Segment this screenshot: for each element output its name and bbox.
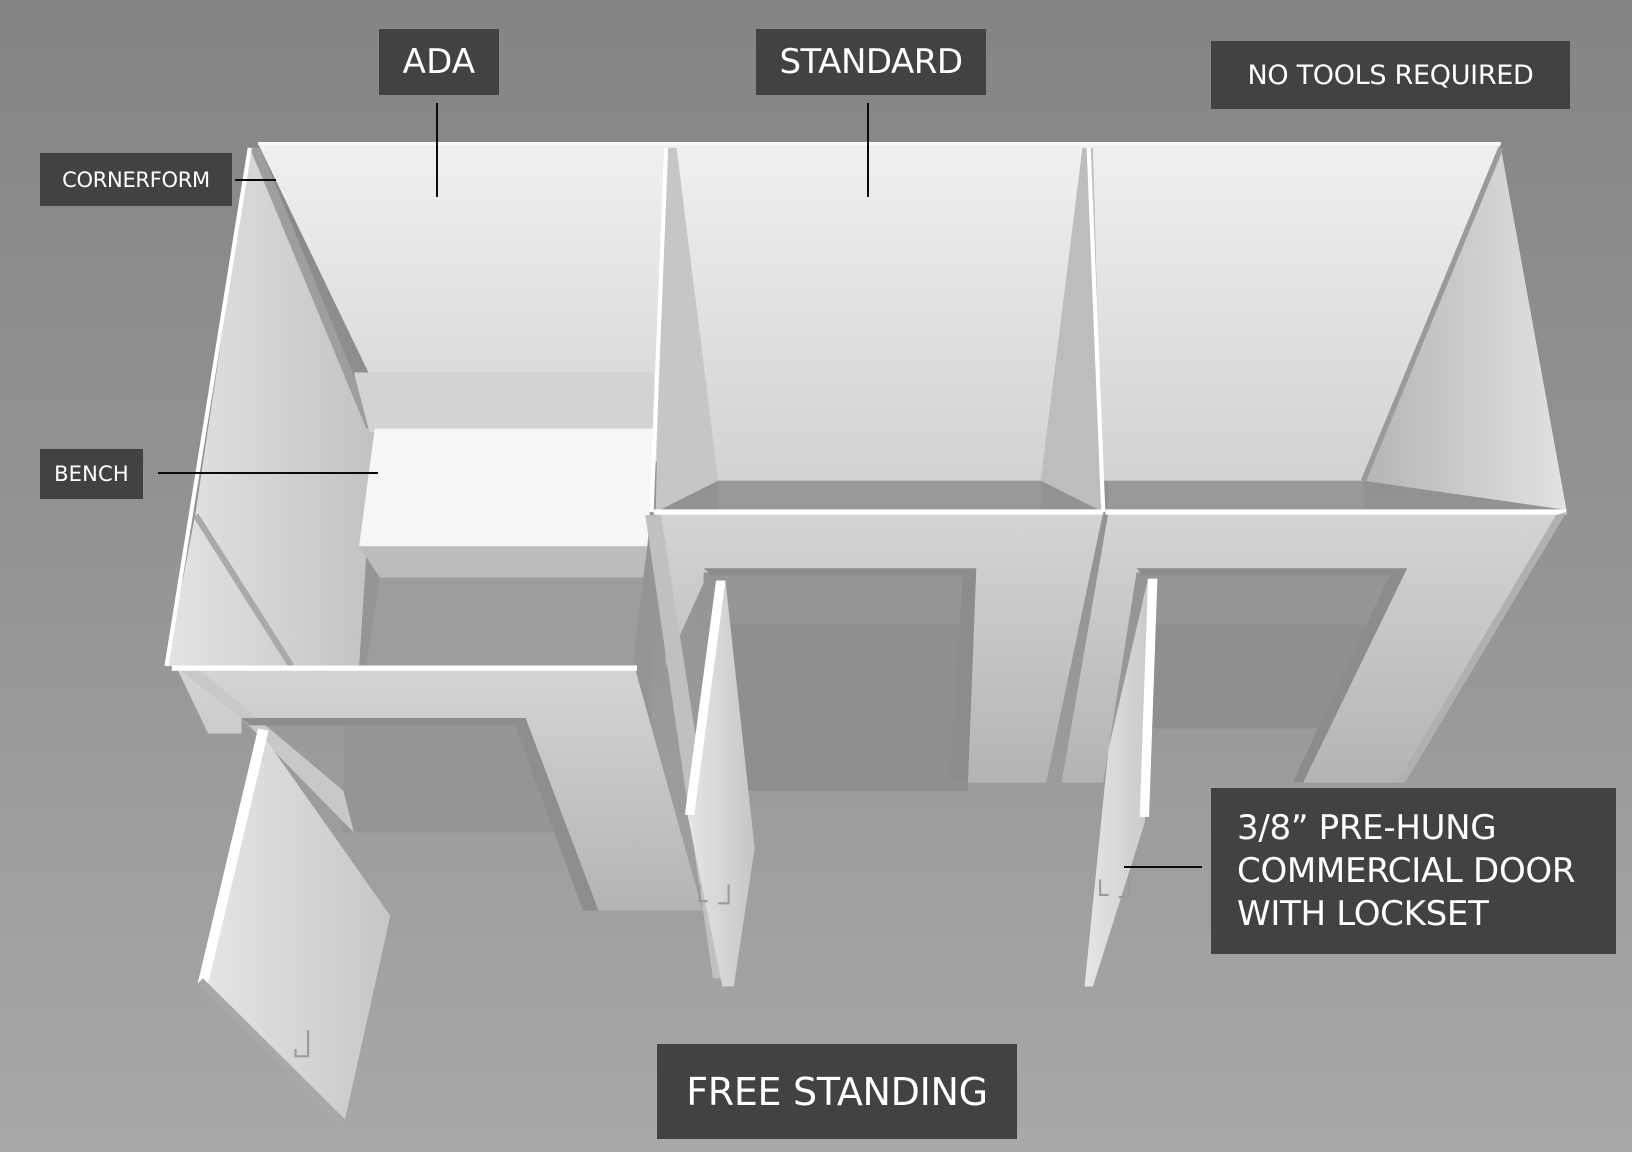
free-standing-label: FREE STANDING <box>657 1044 1017 1139</box>
ada-leader-line <box>436 103 438 197</box>
ada-label: ADA <box>379 29 499 95</box>
door-leader-line <box>1124 866 1202 868</box>
cornerform-label: CORNERFORM <box>40 153 232 206</box>
door-label-line-1: 3/8” PRE-HUNG <box>1237 807 1497 848</box>
no-tools-required-label: NO TOOLS REQUIRED <box>1211 41 1570 109</box>
cornerform-leader-line <box>235 179 276 181</box>
door-lockset-label: 3/8” PRE-HUNG COMMERCIAL DOOR WITH LOCKS… <box>1211 788 1616 954</box>
cornerform-label-text: CORNERFORM <box>62 167 210 192</box>
bench-leader-line <box>158 472 378 474</box>
free-standing-label-text: FREE STANDING <box>686 1069 988 1114</box>
no-tools-required-text: NO TOOLS REQUIRED <box>1247 59 1534 91</box>
ada-label-text: ADA <box>402 42 476 82</box>
standard-label-text: STANDARD <box>779 42 963 82</box>
bench-label: BENCH <box>40 449 143 499</box>
door-label-line-3: WITH LOCKSET <box>1237 893 1489 934</box>
door-label-line-2: COMMERCIAL DOOR <box>1237 850 1576 891</box>
standard-label: STANDARD <box>756 29 986 95</box>
bench-label-text: BENCH <box>54 462 129 486</box>
standard-leader-line <box>867 103 869 197</box>
